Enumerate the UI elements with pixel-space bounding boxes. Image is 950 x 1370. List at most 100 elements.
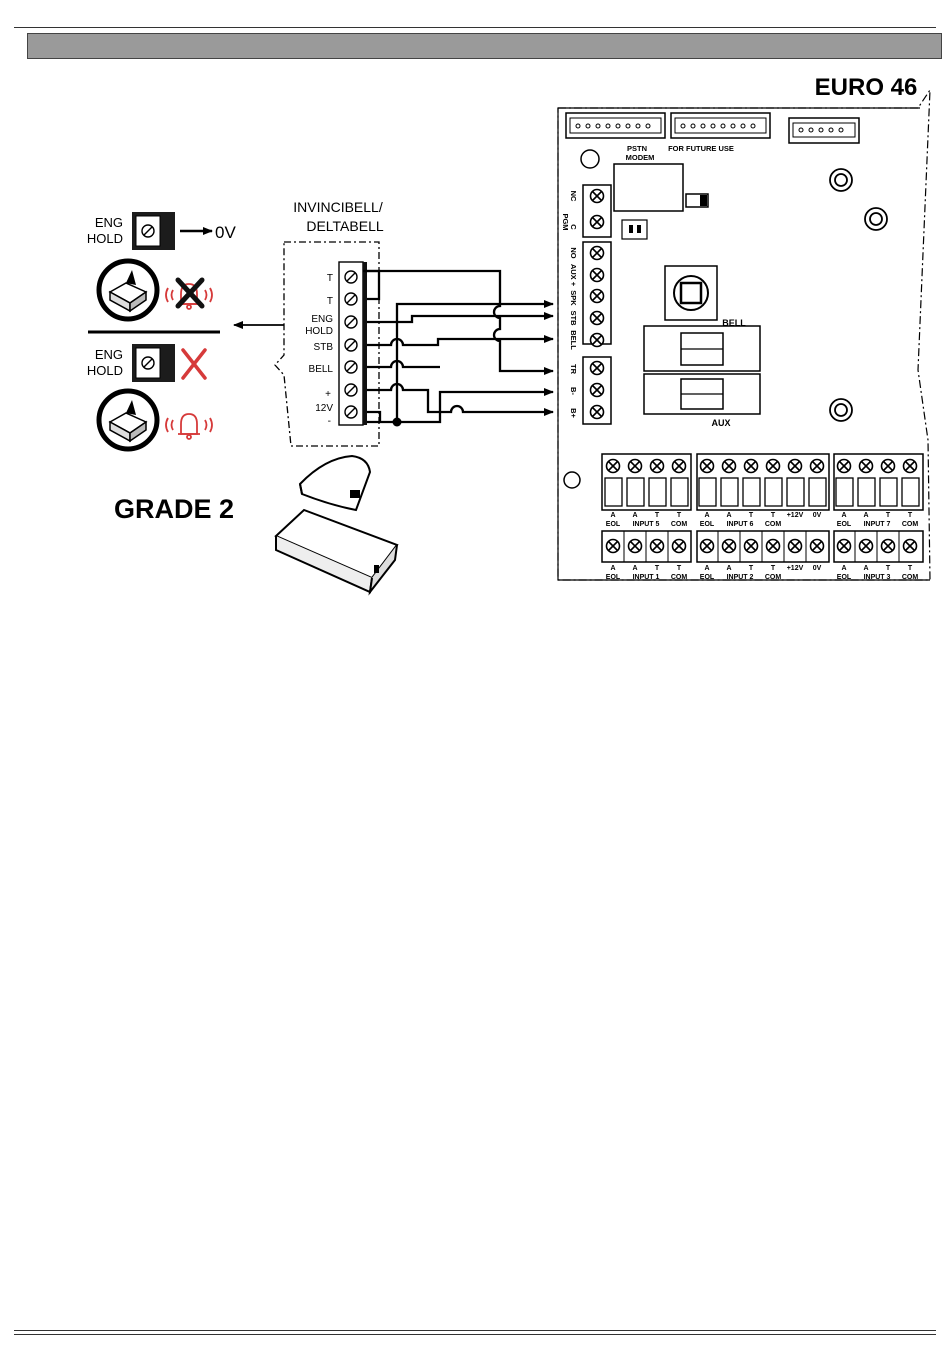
- wiring: [363, 269, 554, 424]
- svg-text:EOL: EOL: [606, 574, 621, 581]
- svg-text:12V: 12V: [315, 403, 333, 414]
- cross-icon: [181, 348, 207, 380]
- svg-text:A: A: [841, 565, 846, 572]
- svg-text:0V: 0V: [813, 512, 822, 519]
- side-terminal-strip: [582, 184, 612, 425]
- svg-text:EOL: EOL: [606, 521, 621, 528]
- svg-text:ENG: ENG: [95, 347, 123, 362]
- cross-icon: [175, 277, 205, 309]
- svg-text:+12V: +12V: [787, 565, 804, 572]
- svg-text:A: A: [632, 512, 637, 519]
- siren-active-icon: [96, 388, 213, 452]
- bell-subtitle: DELTABELL: [306, 218, 384, 234]
- svg-text:ENG: ENG: [95, 215, 123, 230]
- bell-icon: [165, 413, 213, 440]
- top-rule: [14, 27, 936, 28]
- product-title: EURO 46: [815, 74, 918, 101]
- svg-text:A: A: [726, 512, 731, 519]
- mounting-hole: [563, 471, 581, 489]
- svg-text:AUX: AUX: [711, 418, 730, 428]
- svg-text:T: T: [771, 512, 776, 519]
- svg-text:AUX +: AUX +: [569, 264, 578, 287]
- svg-text:A: A: [610, 512, 615, 519]
- svg-text:STB: STB: [569, 311, 578, 327]
- bell-title: INVINCIBELL/: [293, 199, 383, 215]
- svg-text:INPUT 6: INPUT 6: [727, 521, 754, 528]
- panel-outline: [557, 87, 931, 581]
- siren-silenced-icon: [96, 258, 213, 322]
- mounting-hole: [580, 149, 600, 169]
- svg-text:B-: B-: [569, 387, 578, 395]
- header-bar: [27, 33, 942, 59]
- svg-text:INPUT 3: INPUT 3: [864, 574, 891, 581]
- input-row-bottom-labels: A A T T EOL INPUT 1 COM A A T T +12V 0V …: [606, 565, 919, 581]
- svg-text:A: A: [841, 512, 846, 519]
- led-indicators: [829, 168, 888, 422]
- svg-text:FOR FUTURE USE: FOR FUTURE USE: [668, 144, 734, 153]
- svg-text:PGM: PGM: [561, 213, 570, 230]
- bottom-rule: [14, 1330, 936, 1331]
- svg-text:BELL: BELL: [569, 330, 578, 350]
- svg-text:T: T: [655, 512, 660, 519]
- svg-text:T: T: [886, 565, 891, 572]
- svg-text:HOLD: HOLD: [87, 363, 123, 378]
- svg-text:T: T: [677, 565, 682, 572]
- svg-text:HOLD: HOLD: [87, 231, 123, 246]
- bell-fuse: [643, 325, 761, 372]
- svg-text:INPUT 5: INPUT 5: [633, 521, 660, 528]
- aux-fuse: [643, 373, 761, 415]
- svg-text:T: T: [327, 296, 333, 307]
- svg-text:HOLD: HOLD: [305, 326, 333, 337]
- legend-eng-hold-inactive: ENG HOLD: [87, 344, 207, 382]
- svg-text:A: A: [863, 512, 868, 519]
- grade-label: GRADE 2: [114, 494, 234, 524]
- svg-text:COM: COM: [765, 521, 782, 528]
- legend-eng-hold-active: ENG HOLD 0V: [87, 212, 236, 250]
- svg-text:INPUT 7: INPUT 7: [864, 521, 891, 528]
- svg-text:T: T: [908, 565, 913, 572]
- bell-module: INVINCIBELL/ DELTABELL T T ENG HOLD STB …: [274, 199, 384, 447]
- svg-text:EOL: EOL: [837, 521, 852, 528]
- input-row-top: [601, 453, 924, 511]
- svg-text:B+: B+: [569, 408, 578, 418]
- svg-text:COM: COM: [902, 521, 919, 528]
- svg-text:INPUT 1: INPUT 1: [633, 574, 660, 581]
- tamper-switch: [664, 265, 718, 321]
- svg-text:BELL: BELL: [722, 318, 746, 328]
- wireless-device-small: [298, 454, 372, 512]
- svg-text:COM: COM: [671, 574, 688, 581]
- svg-text:T: T: [749, 512, 754, 519]
- svg-text:STB: STB: [314, 342, 334, 353]
- svg-text:T: T: [749, 565, 754, 572]
- bell-icon: [165, 283, 213, 310]
- svg-text:A: A: [610, 565, 615, 572]
- svg-text:EOL: EOL: [700, 574, 715, 581]
- jumper: [621, 219, 648, 240]
- svg-text:PSTN: PSTN: [627, 144, 647, 153]
- svg-text:EOL: EOL: [837, 574, 852, 581]
- svg-text:T: T: [908, 512, 913, 519]
- svg-text:0V: 0V: [813, 565, 822, 572]
- svg-text:+: +: [325, 389, 331, 400]
- svg-text:NO: NO: [569, 247, 578, 258]
- svg-text:NC: NC: [569, 191, 578, 202]
- wireless-device-large: [274, 508, 399, 596]
- svg-text:TR: TR: [569, 364, 578, 375]
- control-panel: PSTN MODEM FOR FUTURE USE BELL: [557, 87, 931, 581]
- input-row-top-labels: A A T T EOL INPUT 5 COM A A T T +12V 0V …: [606, 512, 919, 528]
- svg-text:A: A: [704, 565, 709, 572]
- svg-text:SPK: SPK: [569, 290, 578, 306]
- svg-text:T: T: [677, 512, 682, 519]
- svg-text:A: A: [726, 565, 731, 572]
- svg-text:-: -: [328, 416, 331, 427]
- svg-text:COM: COM: [902, 574, 919, 581]
- bell-module-outline: [274, 241, 380, 447]
- svg-text:A: A: [863, 565, 868, 572]
- svg-text:T: T: [771, 565, 776, 572]
- svg-text:+12V: +12V: [787, 512, 804, 519]
- svg-text:0V: 0V: [215, 223, 236, 242]
- svg-text:T: T: [655, 565, 660, 572]
- relay: [613, 163, 684, 212]
- svg-text:ENG: ENG: [311, 314, 333, 325]
